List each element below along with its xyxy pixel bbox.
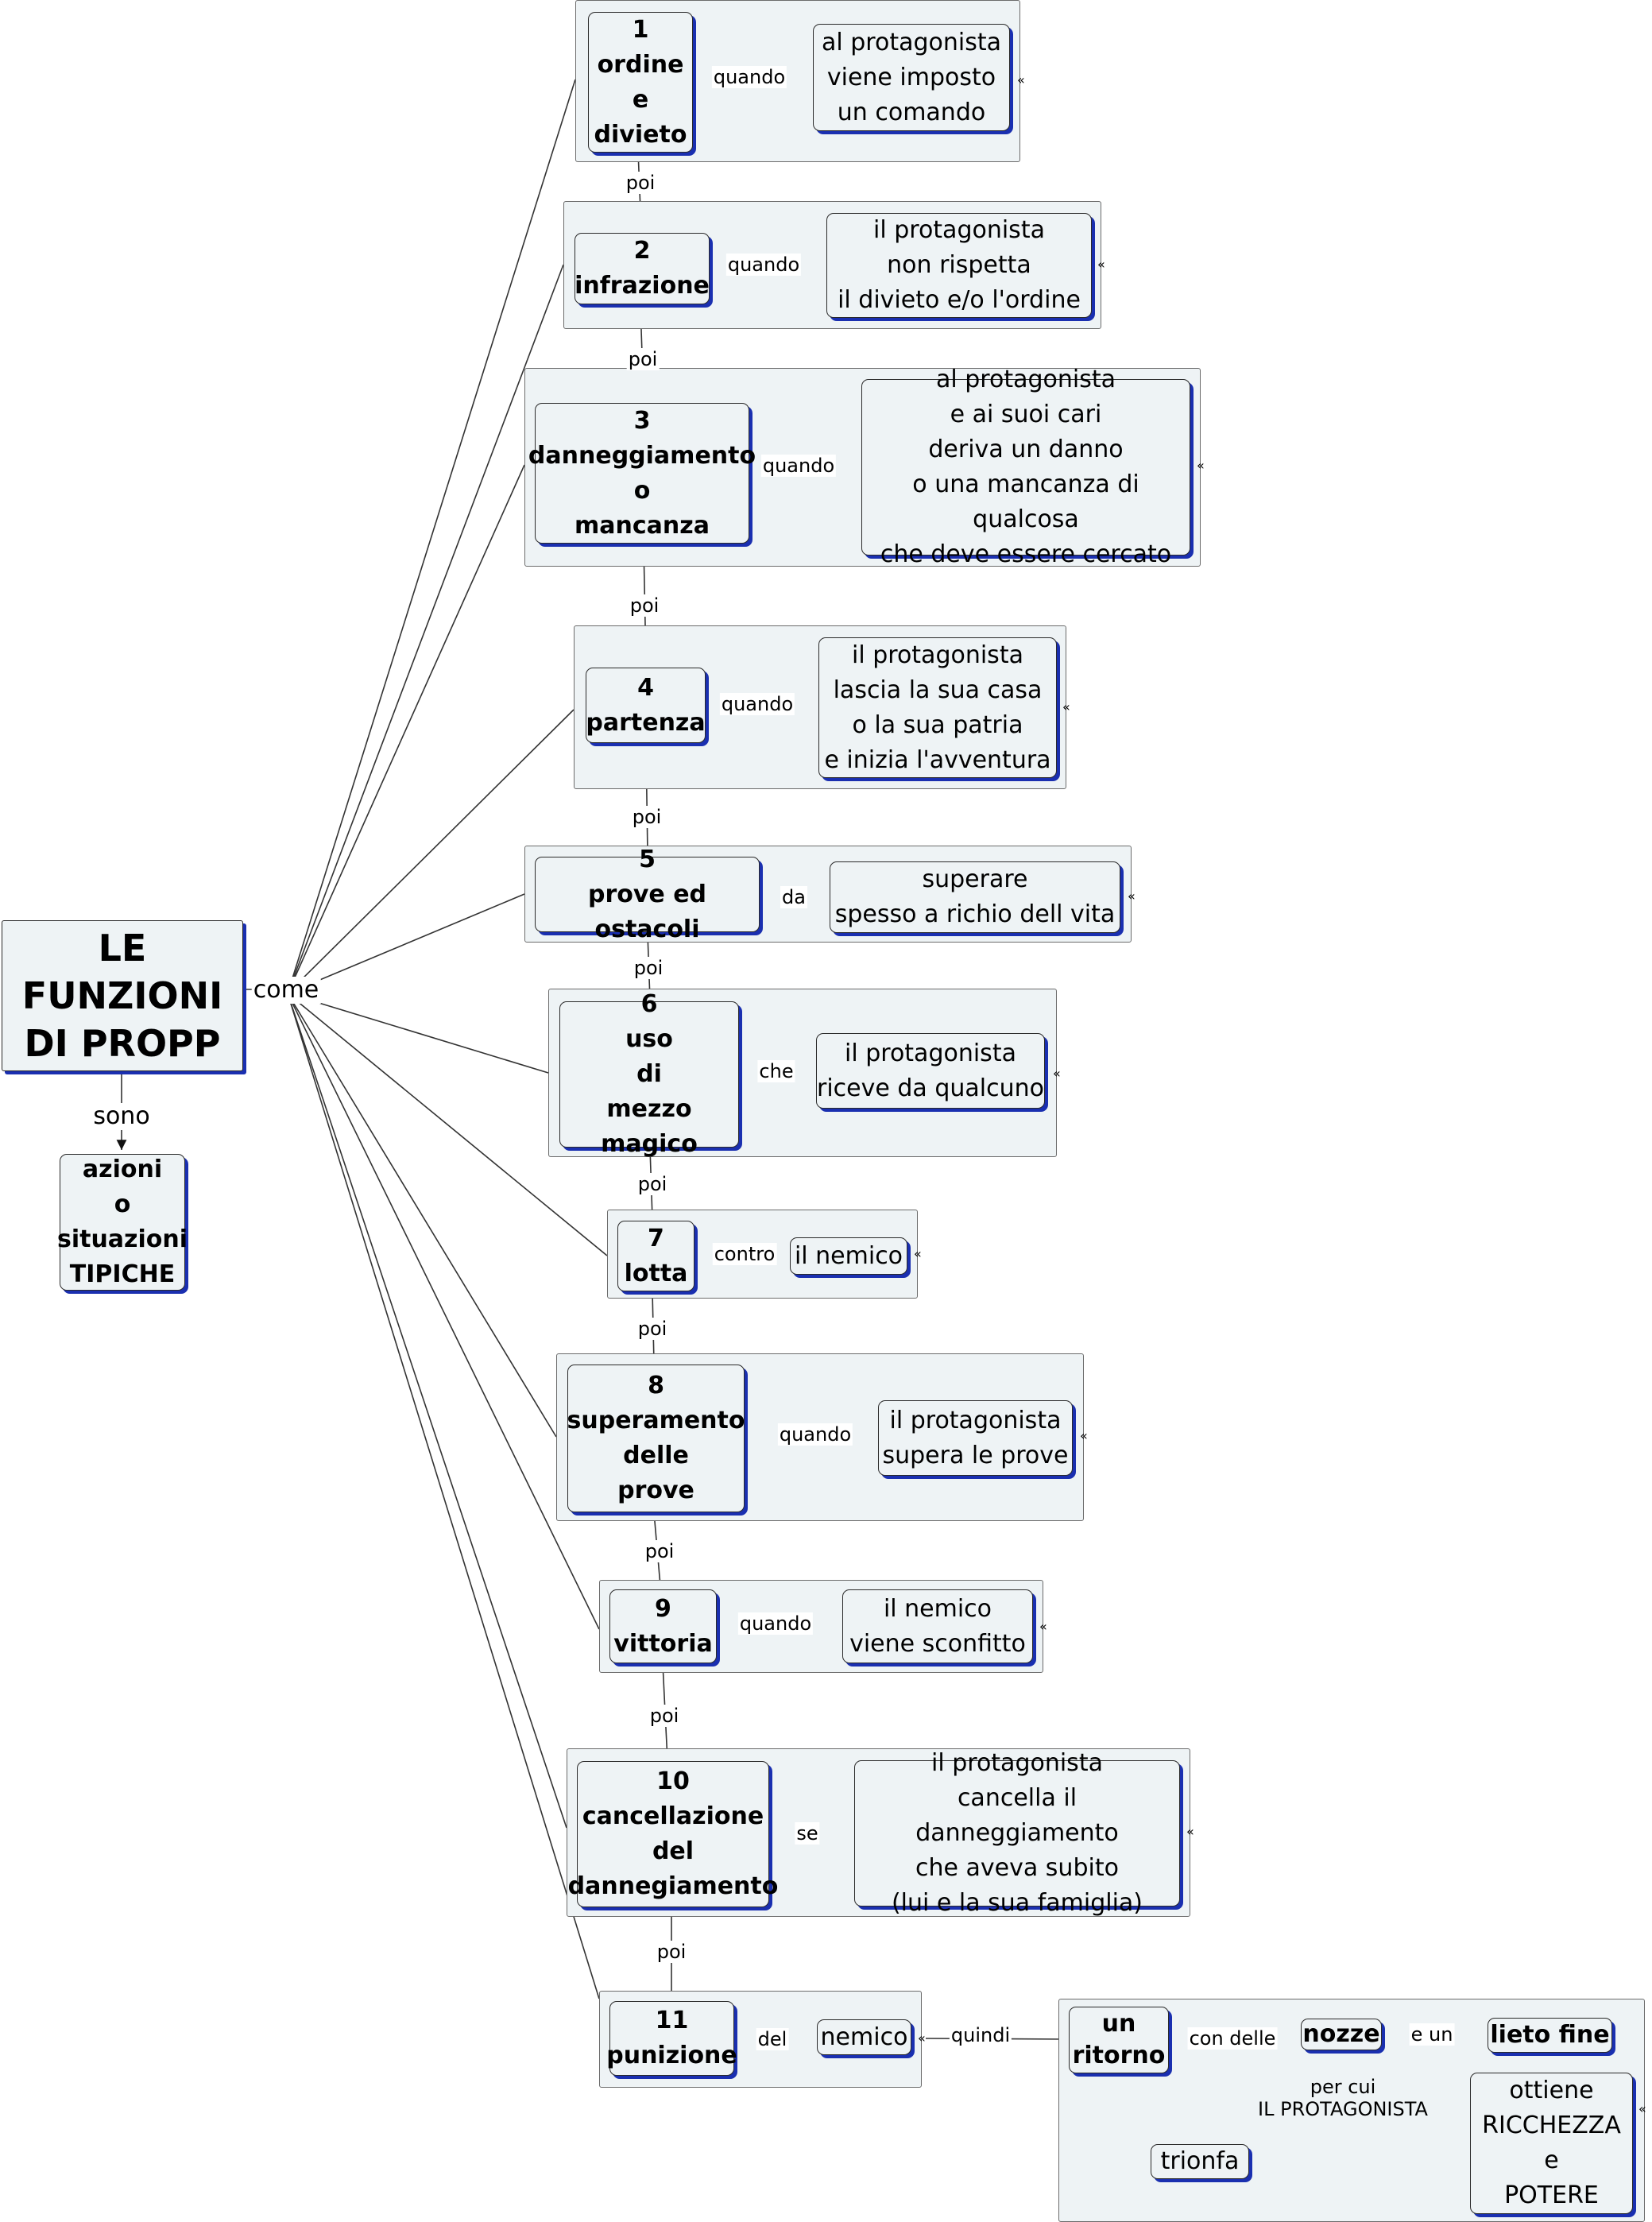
poi-label-3: poi	[628, 594, 661, 617]
function-8-title[interactable]: 8 superamento delle prove	[567, 1365, 745, 1512]
quindi-link-label: quindi	[949, 2024, 1012, 2046]
function-5-link-label: da	[780, 886, 807, 908]
nozze-concept[interactable]: nozze	[1301, 2019, 1382, 2050]
function-11-link-label: del	[756, 2028, 789, 2050]
poi-label-1: poi	[624, 172, 657, 194]
function-7-detail[interactable]: il nemico	[790, 1237, 907, 1275]
function-7-link-label: contro	[712, 1243, 777, 1265]
expand-icon-10[interactable]: «	[1186, 1824, 1194, 1839]
ritorno-concept[interactable]: un ritorno	[1069, 2007, 1169, 2073]
function-9-title[interactable]: 9 vittoria	[609, 1589, 717, 1663]
function-2-detail[interactable]: il protagonista non rispetta il divieto …	[826, 213, 1092, 318]
e-un-link-label: e un	[1409, 2023, 1455, 2046]
function-7-title[interactable]: 7 lotta	[617, 1221, 694, 1291]
function-4-link-label: quando	[719, 693, 795, 715]
function-1-detail[interactable]: al protagonista viene imposto un comando	[813, 24, 1010, 131]
function-1-title[interactable]: 1 ordine e divieto	[588, 12, 693, 153]
function-11-title[interactable]: 11 punizione	[606, 2001, 737, 2076]
function-10-title[interactable]: 10 cancellazione del dannegiamento	[568, 1761, 778, 1907]
sono-link-label: sono	[91, 1102, 152, 1130]
expand-icon-9[interactable]: «	[1039, 1619, 1047, 1634]
function-10-link-label: se	[795, 1822, 820, 1845]
lieto-fine-concept[interactable]: lieto fine	[1488, 2018, 1612, 2053]
expand-icon-7[interactable]: «	[914, 1246, 922, 1261]
come-link-label: come	[251, 976, 321, 1004]
definition-concept[interactable]: azioni o situazioni TIPICHE	[57, 1154, 188, 1291]
ottiene-concept[interactable]: ottiene RICCHEZZA e POTERE	[1470, 2073, 1633, 2214]
function-2-title[interactable]: 2 infrazione	[575, 233, 710, 304]
expand-icon-6[interactable]: «	[1053, 1066, 1061, 1081]
expand-icon-11[interactable]: «	[918, 2030, 926, 2046]
poi-label-5: poi	[632, 957, 665, 979]
function-6-detail[interactable]: il protagonista riceve da qualcuno	[816, 1033, 1045, 1109]
poi-label-10: poi	[655, 1941, 688, 1963]
function-9-link-label: quando	[737, 1612, 814, 1635]
expand-icon-1[interactable]: «	[1017, 72, 1025, 87]
function-11-detail[interactable]: nemico	[817, 2019, 911, 2055]
function-6-title[interactable]: 6 uso di mezzo magico	[559, 990, 739, 1158]
function-3-detail[interactable]: al protagonista e ai suoi cari deriva un…	[861, 366, 1190, 568]
root-concept[interactable]: LE FUNZIONI DI PROPP	[2, 920, 243, 1071]
expand-icon-5[interactable]: «	[1128, 888, 1136, 904]
function-9-detail[interactable]: il nemico viene sconfitto	[842, 1589, 1033, 1663]
per-cui-link-label: per cui IL PROTAGONISTA	[1258, 2076, 1428, 2120]
function-8-link-label: quando	[777, 1423, 853, 1446]
con-delle-link-label: con delle	[1187, 2027, 1278, 2050]
poi-label-7: poi	[636, 1318, 669, 1340]
poi-label-2: poi	[626, 348, 660, 370]
expand-icon-12[interactable]: «	[1638, 2101, 1646, 2116]
expand-icon-3[interactable]: «	[1197, 458, 1205, 473]
expand-icon-8[interactable]: «	[1080, 1428, 1088, 1443]
poi-label-4: poi	[630, 806, 664, 828]
poi-label-8: poi	[643, 1540, 676, 1562]
function-4-title[interactable]: 4 partenza	[586, 668, 706, 743]
function-3-link-label: quando	[760, 455, 837, 477]
function-6-link-label: che	[757, 1060, 795, 1082]
expand-icon-4[interactable]: «	[1062, 699, 1070, 714]
function-5-detail[interactable]: superare spesso a richio dell vita	[830, 861, 1120, 933]
function-10-detail[interactable]: il protagonista cancella il danneggiamen…	[854, 1749, 1180, 1917]
poi-label-9: poi	[648, 1705, 681, 1727]
function-1-link-label: quando	[711, 66, 787, 88]
function-5-title[interactable]: 5 prove ed ostacoli	[535, 846, 760, 943]
function-2-link-label: quando	[725, 254, 802, 276]
trionfa-concept[interactable]: trionfa	[1151, 2144, 1249, 2179]
poi-label-6: poi	[636, 1173, 669, 1195]
expand-icon-2[interactable]: «	[1097, 257, 1105, 272]
function-4-detail[interactable]: il protagonista lascia la sua casa o la …	[818, 637, 1057, 778]
function-8-detail[interactable]: il protagonista supera le prove	[878, 1400, 1073, 1476]
function-3-title[interactable]: 3 danneggiamento o mancanza	[528, 403, 756, 544]
